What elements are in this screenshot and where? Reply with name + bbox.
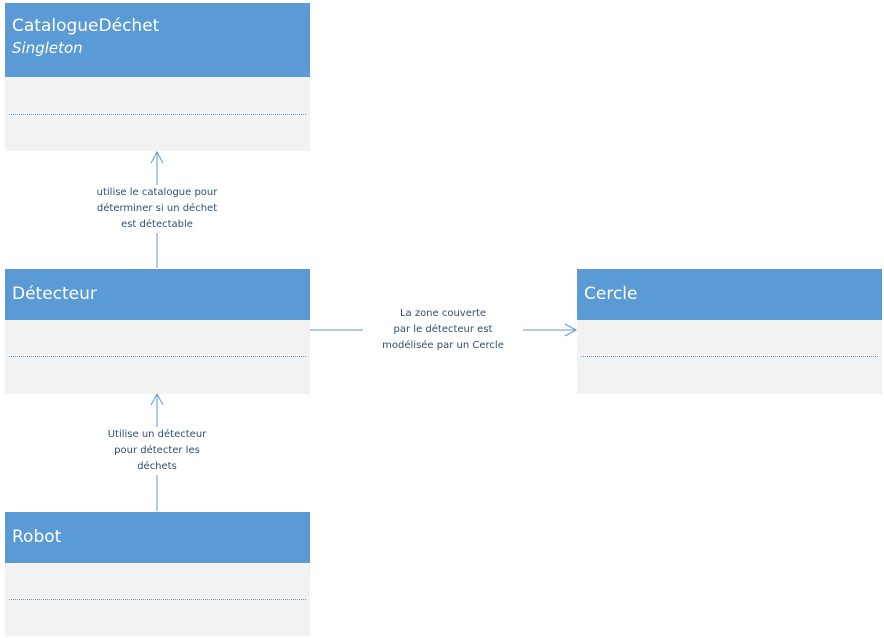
class-header: Robot <box>5 512 310 563</box>
class-header: Cercle <box>577 269 882 320</box>
compartment-divider <box>9 114 306 115</box>
class-cercle[interactable]: Cercle <box>577 269 882 394</box>
arrowhead-catalogue <box>150 150 164 164</box>
class-body <box>5 320 310 394</box>
class-body <box>577 320 882 394</box>
class-detecteur[interactable]: Détecteur <box>5 269 310 394</box>
class-stereotype: Singleton <box>12 39 83 57</box>
class-name: Détecteur <box>12 284 97 304</box>
label-detecteur-cercle: La zone couverte par le détecteur est mo… <box>363 306 523 354</box>
class-name: Cercle <box>584 284 638 304</box>
class-header: CatalogueDéchet Singleton <box>5 3 310 77</box>
arrowhead-detecteur <box>150 392 164 406</box>
class-body <box>5 563 310 636</box>
compartment-divider <box>9 356 306 357</box>
class-body <box>5 77 310 151</box>
label-robot-detecteur: Utilise un détecteur pour détecter les d… <box>77 427 237 475</box>
label-detecteur-catalogue: utilise le catalogue pour déterminer si … <box>77 185 237 233</box>
class-name: CatalogueDéchet <box>12 16 160 36</box>
class-name: Robot <box>12 527 62 547</box>
compartment-divider <box>9 599 306 600</box>
class-header: Détecteur <box>5 269 310 320</box>
class-catalogue-dechet[interactable]: CatalogueDéchet Singleton <box>5 3 310 151</box>
class-robot[interactable]: Robot <box>5 512 310 636</box>
compartment-divider <box>581 356 878 357</box>
arrowhead-cercle <box>564 323 578 337</box>
